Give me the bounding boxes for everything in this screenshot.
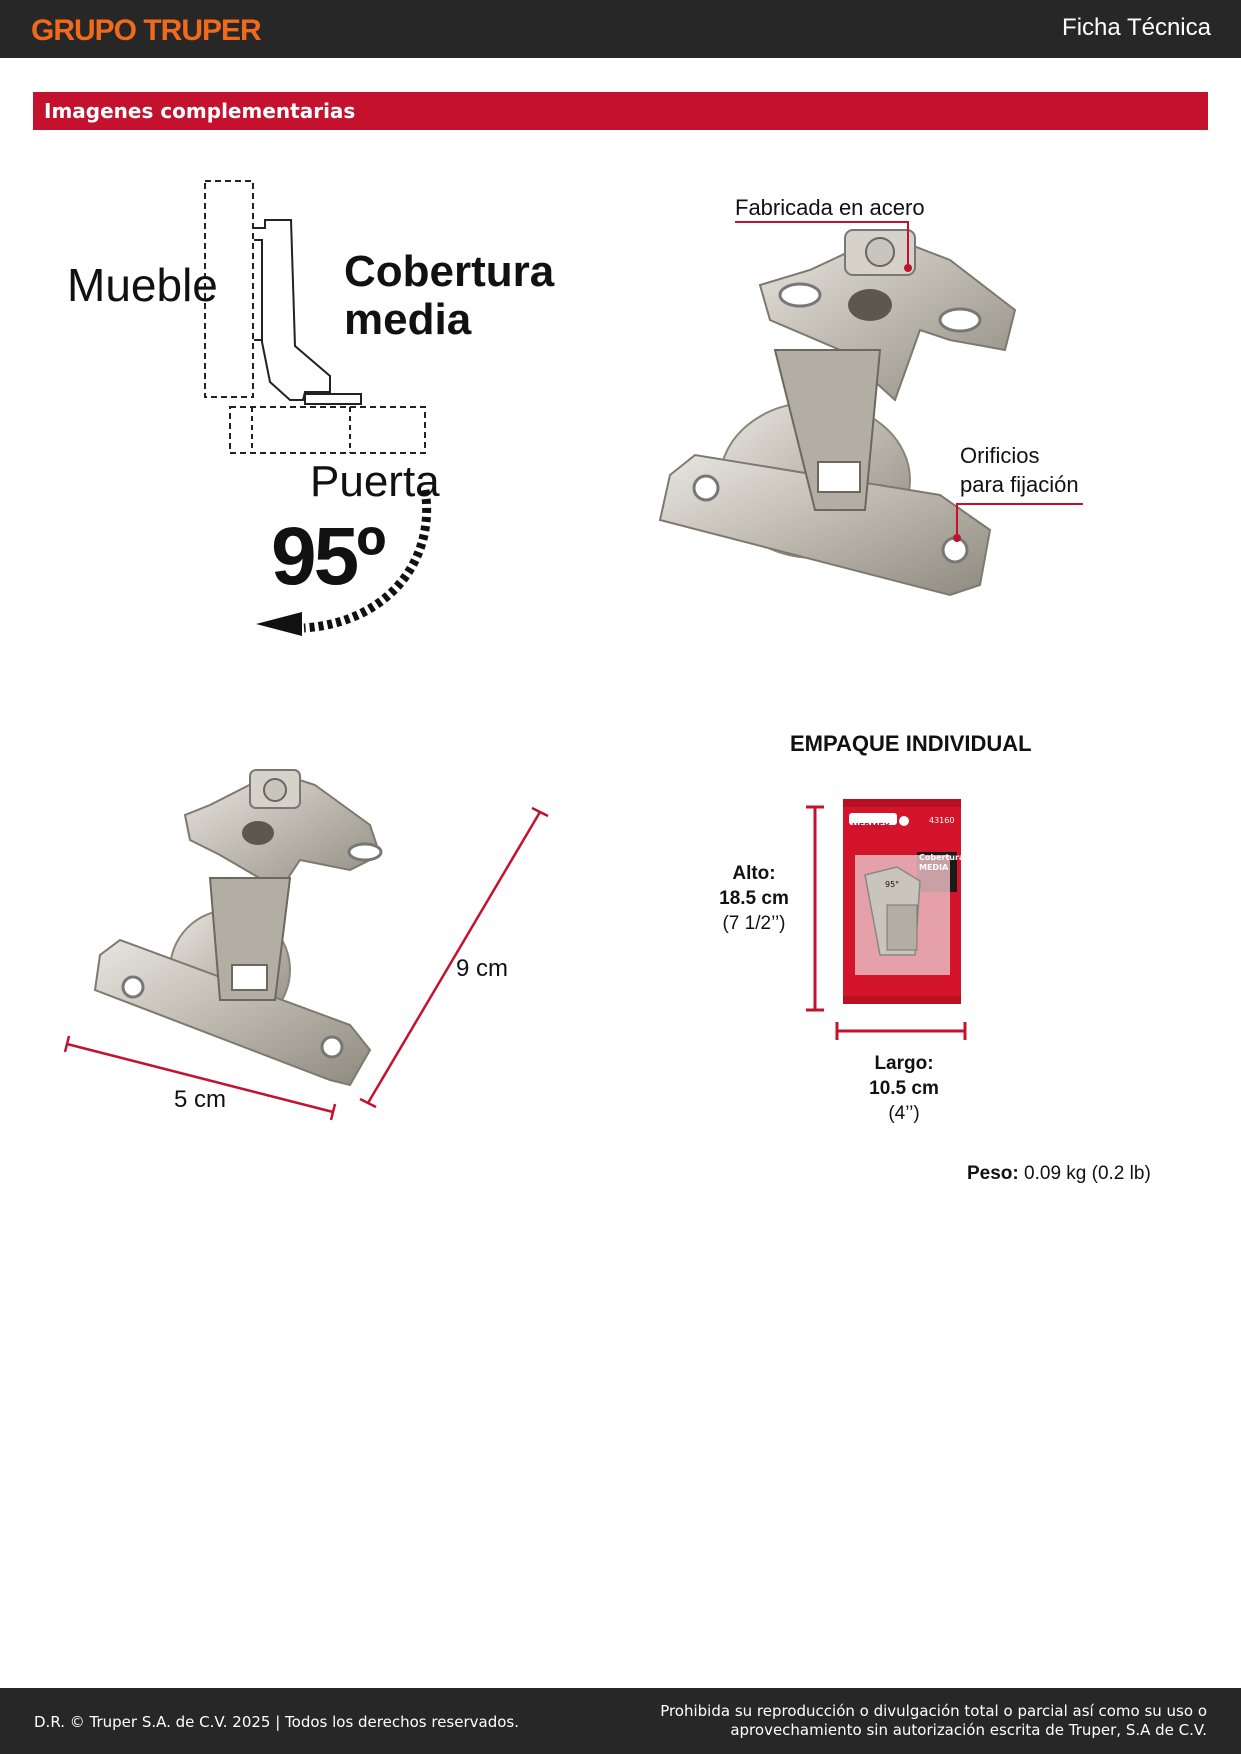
package-image	[806, 799, 967, 1040]
coverage-label-line2: media	[344, 295, 472, 344]
package-width-in: (4’’)	[888, 1103, 920, 1124]
section-title: Imagenes complementarias	[44, 99, 356, 123]
page-header: GRUPO TRUPER Ficha Técnica	[0, 0, 1241, 58]
package-width-label: Largo:	[874, 1053, 934, 1074]
brand-logo: GRUPO TRUPER	[31, 14, 262, 47]
package-width-cm: 10.5 cm	[869, 1078, 939, 1099]
package-height-cm: 18.5 cm	[719, 888, 789, 909]
legal-notice-line2: aprovechamiento sin autorización escrita…	[730, 1721, 1207, 1739]
package-name: Cobertura MEDIA	[919, 853, 964, 873]
package-angle: 95°	[885, 880, 900, 889]
legal-notice-line1: Prohibida su reproducción o divulgación …	[660, 1702, 1207, 1720]
weight-value: 0.09 kg (0.2 lb)	[1024, 1163, 1151, 1184]
coverage-label-line1: Cobertura	[344, 247, 555, 296]
legal-notice: Prohibida su reproducción o divulgación …	[647, 1702, 1207, 1740]
callout-steel: Fabricada en acero	[735, 195, 925, 220]
callout-holes-line2: para fijación	[960, 472, 1079, 497]
weight-label: Peso:	[967, 1163, 1019, 1184]
cabinet-label: Mueble	[67, 259, 218, 311]
package-brand: HERMEX	[852, 822, 890, 831]
copyright-text: D.R. © Truper S.A. de C.V. 2025 | Todos …	[34, 1713, 519, 1731]
dimension-length-label: 9 cm	[456, 955, 509, 982]
package-name-line2: MEDIA	[919, 863, 949, 872]
opening-angle-label: 95º	[271, 511, 386, 602]
door-label: Puerta	[310, 457, 440, 506]
package-width: Largo: 10.5 cm (4’’)	[860, 1051, 948, 1126]
callout-fixing-holes: Orificios para fijación	[960, 441, 1079, 499]
package-height-label: Alto:	[732, 863, 776, 884]
package-title: EMPAQUE INDIVIDUAL	[790, 731, 1032, 756]
dimension-width-label: 5 cm	[174, 1086, 227, 1113]
package-height-in: (7 1/2’’)	[722, 913, 786, 934]
package-height: Alto: 18.5 cm (7 1/2’’)	[710, 861, 798, 936]
package-code: 43160	[929, 816, 955, 825]
page-footer: D.R. © Truper S.A. de C.V. 2025 | Todos …	[0, 1688, 1241, 1754]
hinge-dimensions-photo	[63, 769, 549, 1121]
section-header: Imagenes complementarias	[33, 92, 1208, 130]
hinge-photo	[658, 221, 1083, 597]
callout-holes-line1: Orificios	[960, 443, 1040, 468]
coverage-label: Cobertura media	[344, 248, 554, 344]
package-name-line1: Cobertura	[919, 853, 965, 862]
coverage-diagram	[204, 180, 432, 636]
weight-info: Peso: 0.09 kg (0.2 lb)	[967, 1163, 1151, 1185]
document-type-label: Ficha Técnica	[1062, 14, 1211, 41]
